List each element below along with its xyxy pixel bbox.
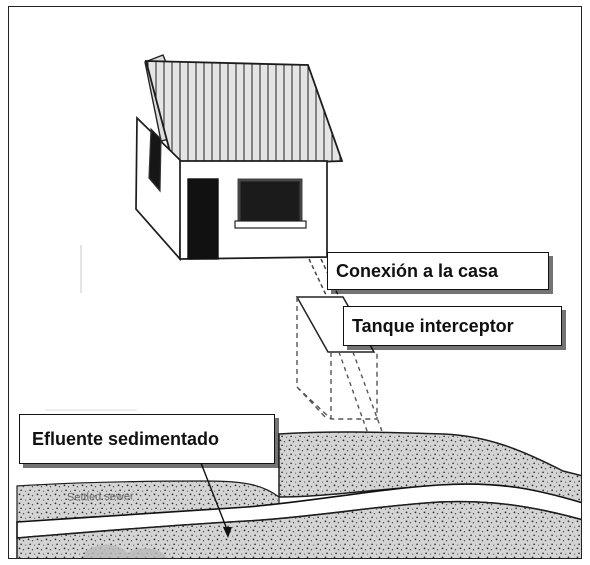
diagram-frame: Settled sewer Conexión a la casa Tanque … <box>8 6 582 559</box>
effluent-arrow-head <box>223 527 232 538</box>
interceptor-tank-dashed-outline <box>296 297 378 420</box>
sewer-diagram-illustration <box>16 54 581 558</box>
effluent-arrow <box>200 462 229 533</box>
window-sill <box>234 220 307 229</box>
house-connection-label: Conexión a la casa <box>327 252 549 290</box>
lower-soil-layer <box>16 500 581 558</box>
faded-gravel-cloud <box>83 544 168 558</box>
house-illustration <box>135 54 344 262</box>
house-window <box>237 178 303 224</box>
ground-section <box>16 431 581 558</box>
interceptor-tank-label: Tanque interceptor <box>343 306 562 346</box>
house-door <box>187 178 219 260</box>
effluent-pipe-dashed <box>338 351 388 446</box>
settled-effluent-label: Efluente sedimentado <box>19 414 275 464</box>
house-roof <box>144 60 344 168</box>
side-window <box>148 127 162 193</box>
background-sewer-text: Settled sewer <box>66 490 134 504</box>
